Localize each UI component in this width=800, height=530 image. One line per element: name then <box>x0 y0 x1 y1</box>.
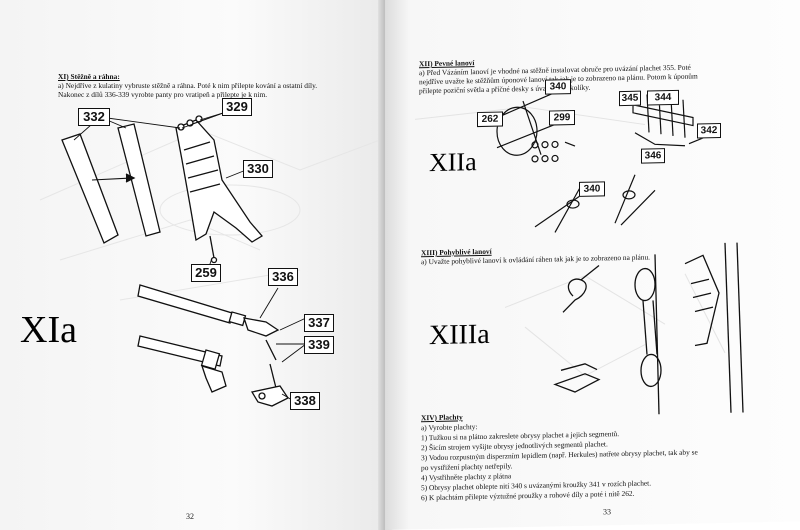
right-illustration <box>414 91 744 415</box>
section-xi-line-b: Nakonec z dílů 336-339 vyrobte panty pro… <box>58 90 268 99</box>
section-xi-title: XI) Stěžně a ráhna: <box>58 72 120 81</box>
figure-label-xiia: XIIa <box>429 147 477 178</box>
part-label-299: 299 <box>549 110 575 126</box>
part-label-346: 346 <box>641 148 665 164</box>
left-page: XI) Stěžně a ráhna: a) Nejdříve z kulati… <box>0 0 392 530</box>
part-label-340-bottom: 340 <box>579 181 605 197</box>
part-label-340-top: 340 <box>545 79 571 95</box>
part-label-344: 344 <box>647 89 679 106</box>
section-xiv-title: XIV) Plachty <box>421 412 463 423</box>
part-label-330: 330 <box>243 160 273 178</box>
part-label-339: 339 <box>304 336 334 354</box>
page-number-right: 33 <box>603 507 611 517</box>
part-label-342: 342 <box>697 122 721 139</box>
part-label-338: 338 <box>290 392 320 410</box>
part-label-329: 329 <box>222 98 252 116</box>
part-label-337: 337 <box>304 314 334 332</box>
part-label-345: 345 <box>619 90 641 107</box>
figure-label-xiiia: XIIIa <box>429 318 490 352</box>
part-label-336: 336 <box>268 268 298 286</box>
part-label-259: 259 <box>191 264 221 282</box>
section-xi-line-a: a) Nejdříve z kulatiny vybruste stěžně a… <box>58 81 318 90</box>
part-label-262: 262 <box>477 111 503 128</box>
right-page: XII) Pevné lanoví a) Před Vázáním lanoví… <box>385 0 800 530</box>
part-label-332: 332 <box>78 108 110 126</box>
figure-label-xia: XIa <box>20 309 77 351</box>
page-number-left: 32 <box>186 512 194 521</box>
